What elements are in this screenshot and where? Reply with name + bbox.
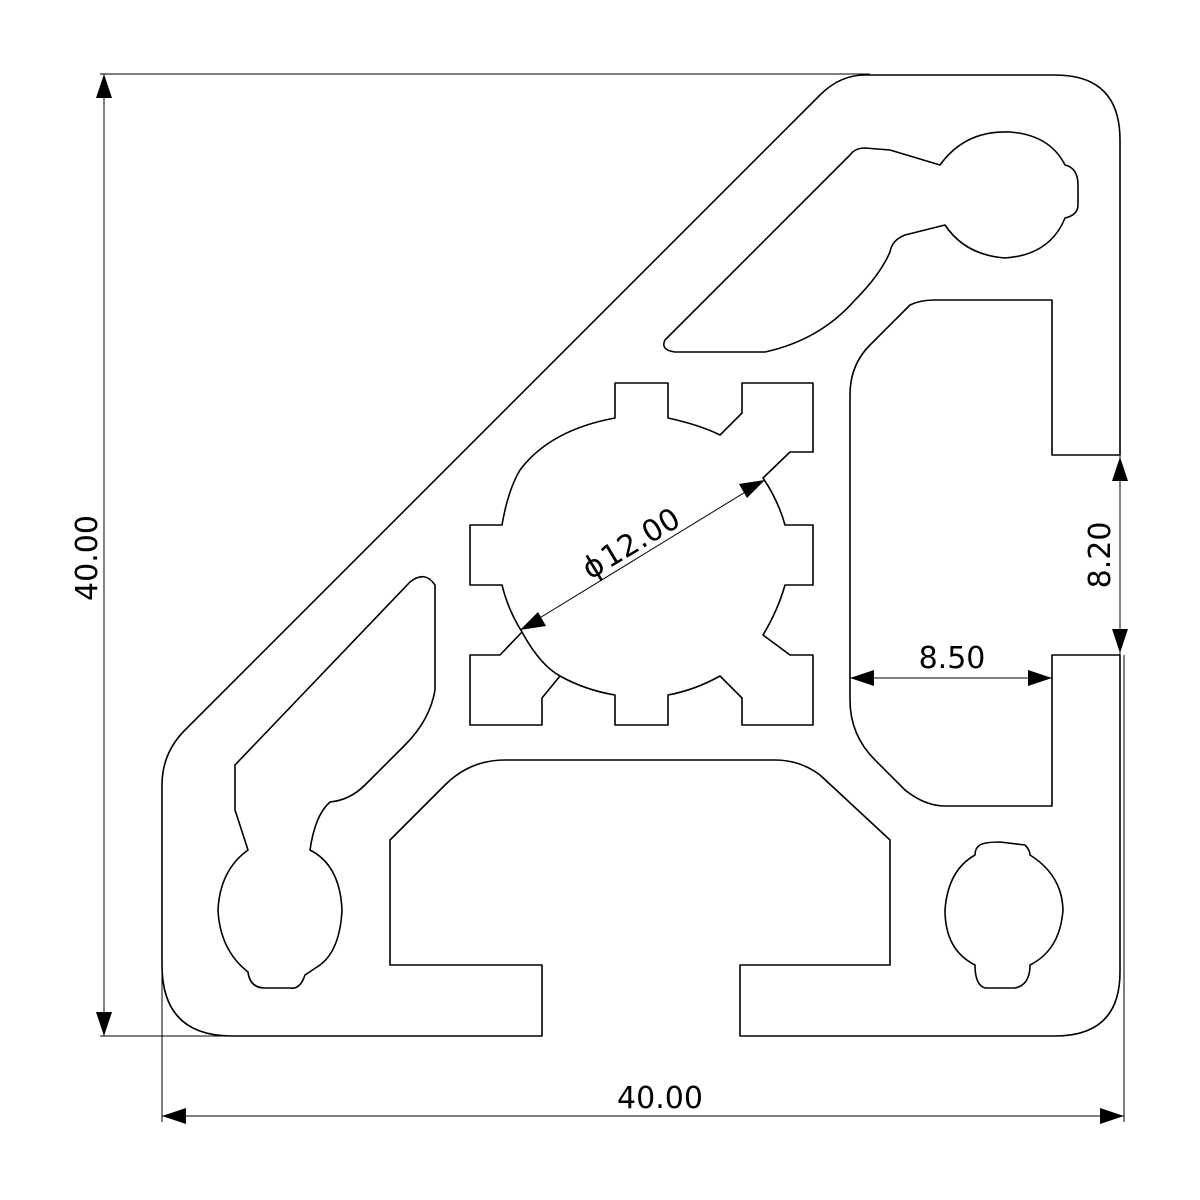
outer-profile: [161, 74, 1121, 1037]
dimension-bore: ϕ 12.00: [519, 479, 766, 631]
bore-label: 12.00: [595, 501, 687, 575]
dimension-width: 40.00: [161, 655, 1125, 1124]
slot-depth-label: 8.50: [919, 641, 986, 676]
arrow-head: [739, 480, 765, 498]
bore-inner-line: [521, 631, 561, 677]
arrow-head: [1100, 1108, 1124, 1124]
corner-hole: [944, 841, 1064, 989]
height-label: 40.00: [70, 515, 105, 601]
arrow-head: [96, 1012, 112, 1036]
arrow-head: [1028, 670, 1052, 686]
center-bore: [469, 382, 814, 726]
arrow-head: [96, 74, 112, 98]
dimension-slot-opening: 8.20: [1083, 455, 1128, 655]
slot-opening-label: 8.20: [1083, 522, 1118, 589]
arrow-head: [850, 670, 874, 686]
arrow-head: [520, 612, 546, 630]
arrow-head: [1112, 457, 1128, 481]
arrow-head: [162, 1108, 186, 1124]
dimension-height: 40.00: [70, 73, 870, 1037]
width-label: 40.00: [617, 1081, 703, 1116]
dimension-slot-depth: 8.50: [850, 641, 1052, 686]
arrow-head: [1112, 629, 1128, 653]
left-cavity: [217, 575, 436, 990]
top-cavity: [662, 131, 1079, 353]
